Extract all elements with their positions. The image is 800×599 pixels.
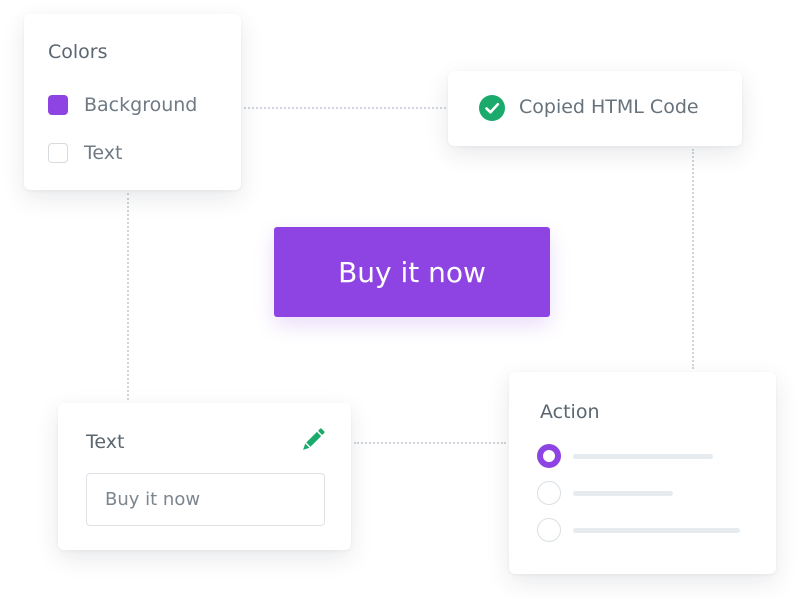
color-option-background[interactable]: Background bbox=[48, 93, 197, 117]
text-panel: Text bbox=[58, 403, 351, 550]
option-placeholder-line bbox=[573, 491, 673, 496]
connector-text-to-action bbox=[354, 442, 506, 444]
colors-panel: Colors Background Text bbox=[24, 14, 241, 190]
action-option-3[interactable] bbox=[537, 518, 757, 542]
connector-colors-to-toast bbox=[244, 107, 446, 109]
color-option-label: Text bbox=[84, 142, 123, 164]
background-swatch-checkbox[interactable] bbox=[48, 95, 68, 115]
action-panel: Action bbox=[509, 372, 776, 574]
check-circle-icon bbox=[479, 95, 505, 121]
pencil-icon[interactable] bbox=[298, 425, 328, 455]
button-text-input[interactable] bbox=[86, 473, 325, 526]
connector-colors-to-text bbox=[127, 193, 129, 400]
radio-button[interactable] bbox=[537, 518, 561, 542]
radio-button-selected[interactable] bbox=[537, 444, 561, 468]
copied-toast: Copied HTML Code bbox=[448, 71, 742, 146]
text-panel-title: Text bbox=[86, 431, 125, 453]
buy-it-now-button[interactable]: Buy it now bbox=[274, 227, 550, 317]
action-panel-title: Action bbox=[540, 401, 600, 423]
color-option-label: Background bbox=[84, 94, 198, 116]
option-placeholder-line bbox=[573, 528, 740, 533]
action-option-2[interactable] bbox=[537, 481, 757, 505]
action-option-1[interactable] bbox=[537, 444, 757, 468]
radio-button[interactable] bbox=[537, 481, 561, 505]
colors-panel-title: Colors bbox=[48, 41, 108, 63]
option-placeholder-line bbox=[573, 454, 713, 459]
connector-toast-to-action bbox=[692, 149, 694, 369]
color-option-text[interactable]: Text bbox=[48, 141, 122, 165]
toast-message: Copied HTML Code bbox=[519, 96, 699, 118]
text-swatch-checkbox[interactable] bbox=[48, 143, 68, 163]
